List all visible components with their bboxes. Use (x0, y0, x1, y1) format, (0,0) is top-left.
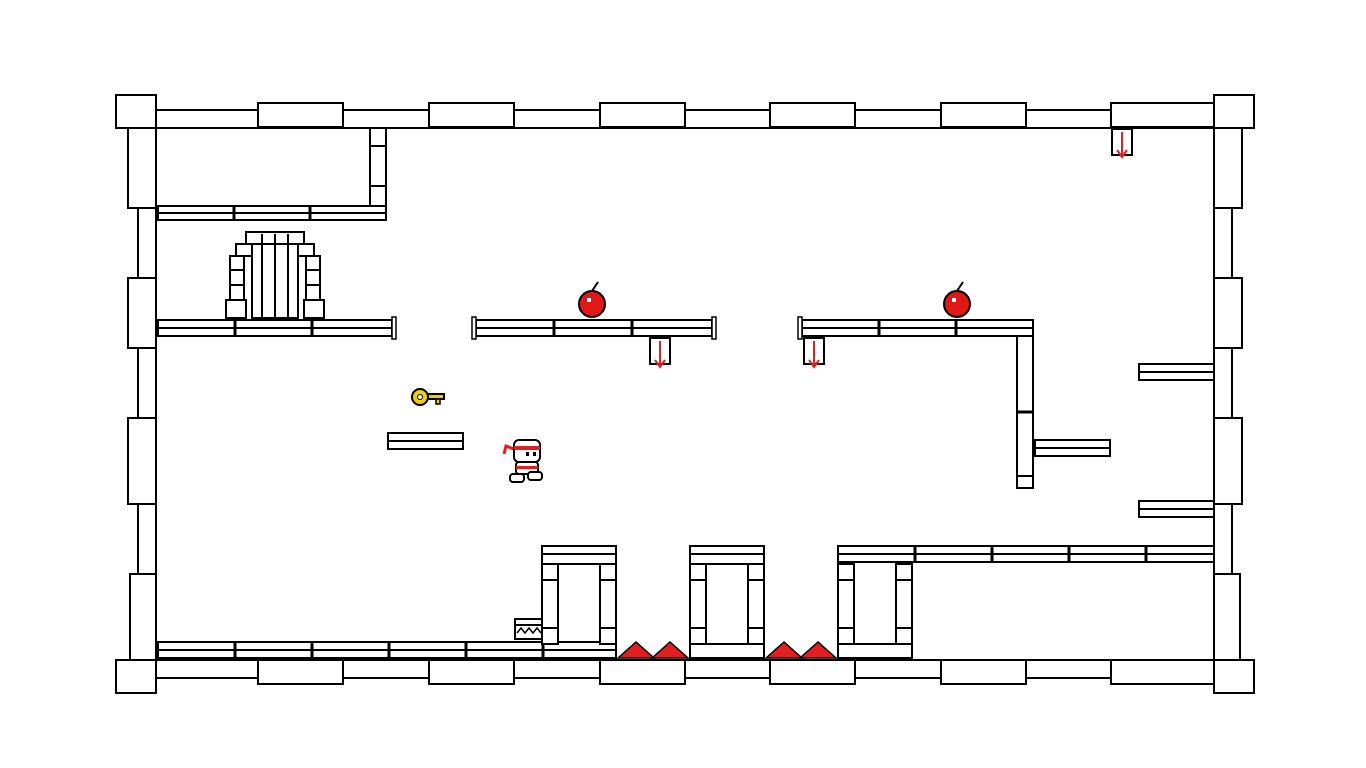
brick-platform (1138, 500, 1215, 518)
brick-platform (157, 316, 397, 340)
exit-door-icon[interactable] (225, 231, 325, 319)
brick-platform (387, 432, 464, 450)
brick-platform (157, 641, 617, 659)
spring-pad-icon[interactable] (514, 618, 543, 640)
ninja-player-icon[interactable] (502, 439, 543, 483)
brick-platform (837, 545, 1215, 563)
key-icon[interactable] (411, 388, 445, 406)
brick-platform (471, 316, 717, 340)
arrow-trap-icon (649, 337, 671, 369)
platforms (157, 316, 1215, 659)
brick-platform (797, 316, 1034, 340)
brick-platform (1138, 363, 1215, 381)
arrow-trap-icon (1111, 128, 1133, 159)
arrow-trap-icon (803, 337, 825, 369)
floor-pillars (541, 545, 913, 659)
brick-platform (1034, 439, 1111, 457)
castle-frame (115, 94, 1255, 694)
right-pillar (1016, 335, 1034, 489)
bomb-icon[interactable] (578, 281, 606, 318)
spike-icon (616, 640, 838, 659)
upper-left-ledge (157, 127, 387, 221)
bomb-icon[interactable] (943, 281, 971, 318)
